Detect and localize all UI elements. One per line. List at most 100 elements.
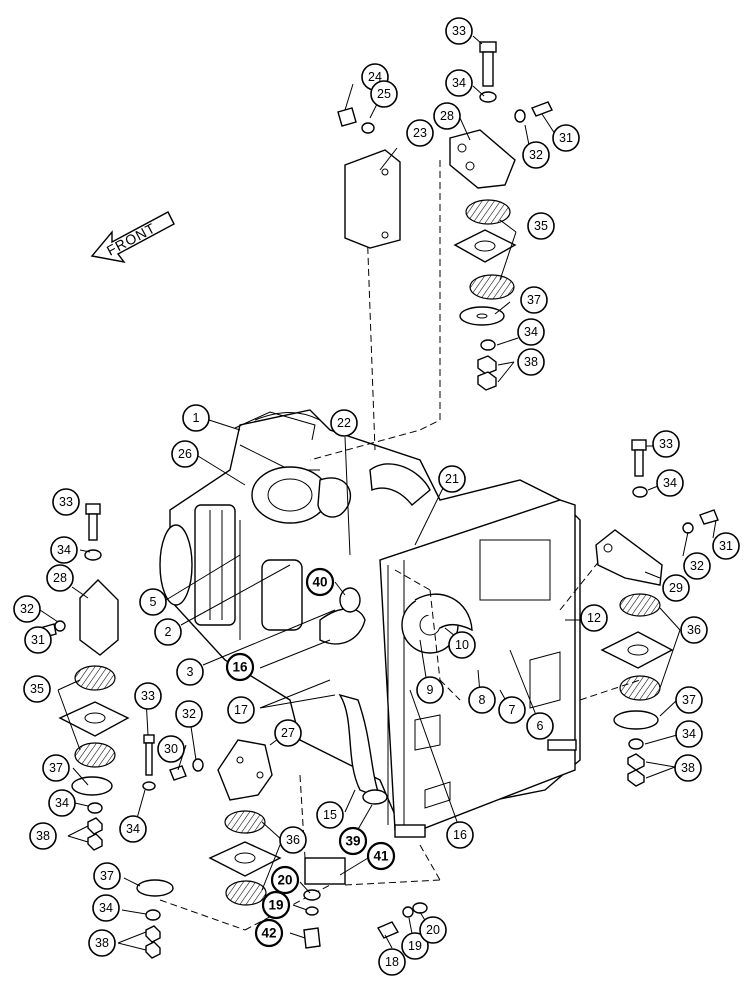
callout-number: 19 <box>408 939 422 953</box>
callout-20-a[interactable]: 20 <box>270 865 300 895</box>
callout-number: 37 <box>682 693 696 707</box>
callout-33-a[interactable]: 33 <box>445 17 473 45</box>
callout-number: 6 <box>537 719 544 733</box>
callout-37-d[interactable]: 37 <box>93 862 121 890</box>
callout-38-d[interactable]: 38 <box>88 929 116 957</box>
callout-32-b[interactable]: 32 <box>13 595 41 623</box>
callout-12[interactable]: 12 <box>580 604 608 632</box>
callout-number: 5 <box>150 595 157 609</box>
callout-19-b[interactable]: 19 <box>401 932 429 960</box>
callout-32-a[interactable]: 32 <box>522 141 550 169</box>
callout-number: 37 <box>49 761 63 775</box>
callout-number: 16 <box>453 828 467 842</box>
callout-33-c[interactable]: 33 <box>652 430 680 458</box>
callout-number: 32 <box>182 707 196 721</box>
callout-38-c[interactable]: 38 <box>29 822 57 850</box>
callout-number: 35 <box>534 219 548 233</box>
callout-32-c[interactable]: 32 <box>683 552 711 580</box>
callout-38-b[interactable]: 38 <box>674 754 702 782</box>
callout-number: 39 <box>345 834 360 849</box>
callout-38-a[interactable]: 38 <box>517 348 545 376</box>
bracket-27-group <box>136 739 331 959</box>
callout-number: 31 <box>31 633 45 647</box>
callout-32-d[interactable]: 32 <box>175 700 203 728</box>
callout-22[interactable]: 22 <box>330 409 358 437</box>
callout-number: 34 <box>99 901 113 915</box>
callout-39[interactable]: 39 <box>338 826 368 856</box>
callout-21[interactable]: 21 <box>438 465 466 493</box>
callout-34-e[interactable]: 34 <box>675 720 703 748</box>
callout-15[interactable]: 15 <box>316 801 344 829</box>
callout-20-b[interactable]: 20 <box>419 916 447 944</box>
callout-1[interactable]: 1 <box>182 404 210 432</box>
callout-34-a[interactable]: 34 <box>445 69 473 97</box>
callout-number: 20 <box>426 923 440 937</box>
callout-34-c[interactable]: 34 <box>656 469 684 497</box>
callout-9[interactable]: 9 <box>416 676 444 704</box>
callout-33-b[interactable]: 33 <box>52 488 80 516</box>
callout-16-a[interactable]: 16 <box>225 652 255 682</box>
callout-28-b[interactable]: 28 <box>46 564 74 592</box>
callout-34-d[interactable]: 34 <box>517 318 545 346</box>
callout-10[interactable]: 10 <box>448 631 476 659</box>
callout-number: 41 <box>373 849 389 864</box>
callout-number: 34 <box>682 727 696 741</box>
callout-28-a[interactable]: 28 <box>433 102 461 130</box>
callout-37-c[interactable]: 37 <box>675 686 703 714</box>
callout-35-a[interactable]: 35 <box>527 212 555 240</box>
callout-26[interactable]: 26 <box>171 440 199 468</box>
callout-number: 7 <box>509 703 516 717</box>
callout-5[interactable]: 5 <box>139 588 167 616</box>
callout-31-b[interactable]: 31 <box>24 626 52 654</box>
callout-31-c[interactable]: 31 <box>712 532 740 560</box>
callout-40[interactable]: 40 <box>305 567 335 597</box>
callout-34-b[interactable]: 34 <box>50 536 78 564</box>
callout-3[interactable]: 3 <box>176 658 204 686</box>
front-direction-arrow: FRONT <box>90 211 175 264</box>
callout-17[interactable]: 17 <box>227 696 255 724</box>
callout-2[interactable]: 2 <box>154 618 182 646</box>
callout-number: 12 <box>587 611 601 625</box>
callout-37-a[interactable]: 37 <box>520 286 548 314</box>
callout-16-b[interactable]: 16 <box>446 821 474 849</box>
callout-number: 24 <box>368 70 382 84</box>
callout-37-b[interactable]: 37 <box>42 754 70 782</box>
callout-34-g[interactable]: 34 <box>119 815 147 843</box>
callout-18[interactable]: 18 <box>378 948 406 976</box>
callout-25[interactable]: 25 <box>370 80 398 108</box>
callout-34-f[interactable]: 34 <box>48 789 76 817</box>
callout-number: 31 <box>719 539 733 553</box>
callout-29[interactable]: 29 <box>662 574 690 602</box>
front-label: FRONT <box>104 220 159 259</box>
callout-31-a[interactable]: 31 <box>552 124 580 152</box>
callout-number: 28 <box>440 109 454 123</box>
callout-number: 40 <box>312 575 327 590</box>
callout-8[interactable]: 8 <box>468 686 496 714</box>
callout-number: 38 <box>95 936 109 950</box>
callout-number: 23 <box>413 126 427 140</box>
callout-36-a[interactable]: 36 <box>680 616 708 644</box>
callout-33-d[interactable]: 33 <box>134 682 162 710</box>
callout-42[interactable]: 42 <box>254 918 284 948</box>
callout-36-b[interactable]: 36 <box>279 826 307 854</box>
callout-number: 25 <box>377 87 391 101</box>
callout-6[interactable]: 6 <box>526 712 554 740</box>
callout-35-b[interactable]: 35 <box>23 675 51 703</box>
callout-19-a[interactable]: 19 <box>261 890 291 920</box>
callout-30[interactable]: 30 <box>157 735 185 763</box>
callout-41[interactable]: 41 <box>366 841 396 871</box>
callout-34-h[interactable]: 34 <box>92 894 120 922</box>
callout-number: 34 <box>126 822 140 836</box>
callout-7[interactable]: 7 <box>498 696 526 724</box>
callout-number: 35 <box>30 682 44 696</box>
callout-number: 17 <box>234 703 248 717</box>
callout-number: 37 <box>527 293 541 307</box>
right-mount-group <box>595 439 719 787</box>
callout-number: 22 <box>337 416 351 430</box>
callout-27[interactable]: 27 <box>274 719 302 747</box>
callout-number: 34 <box>663 476 677 490</box>
callout-23[interactable]: 23 <box>406 119 434 147</box>
callout-number: 38 <box>36 829 50 843</box>
callout-number: 32 <box>690 559 704 573</box>
